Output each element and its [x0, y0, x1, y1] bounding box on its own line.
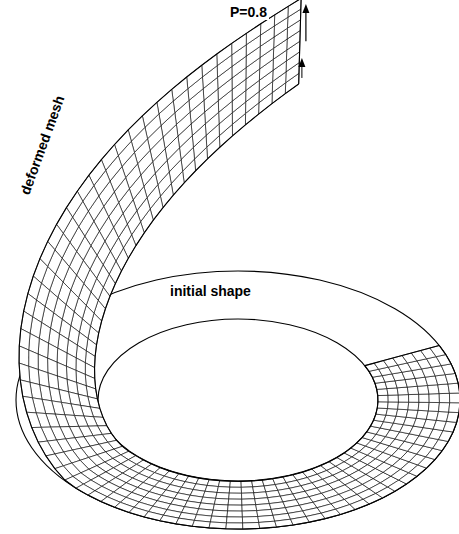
- mesh-cell: [398, 402, 409, 410]
- mesh-cell: [241, 487, 253, 493]
- mesh-cell: [246, 24, 260, 45]
- mesh-cell: [242, 511, 258, 517]
- mesh-cell: [428, 385, 440, 394]
- mesh-cell: [142, 102, 159, 127]
- shape-label: deformed mesh: [16, 91, 68, 198]
- mesh-cell: [242, 499, 256, 505]
- mesh-cell: [439, 393, 450, 402]
- mesh-cell: [387, 388, 398, 395]
- mesh-cell: [128, 116, 145, 141]
- mesh-cell: [226, 517, 242, 523]
- strip-border: [365, 345, 439, 365]
- mesh-cell: [217, 43, 232, 65]
- mesh-cell: [228, 499, 242, 505]
- mesh-cell: [32, 427, 48, 442]
- load-arrows: [298, 4, 309, 78]
- mesh-cell: [448, 383, 459, 393]
- mesh-cell: [229, 493, 242, 499]
- mesh-cell: [377, 389, 388, 396]
- mesh-cell: [429, 394, 439, 403]
- mesh-cell: [29, 366, 40, 384]
- mesh-cell: [409, 394, 419, 402]
- mesh-cell: [378, 395, 388, 402]
- mesh-cell: [439, 403, 450, 413]
- mesh-cell: [398, 395, 408, 403]
- mesh-cell: [241, 481, 253, 487]
- strip-border: [299, 0, 301, 84]
- mesh-cell: [418, 402, 429, 411]
- mesh-cell: [417, 385, 429, 394]
- mesh-cell: [228, 505, 243, 511]
- mesh-cell: [227, 511, 242, 517]
- load-arrow: [305, 10, 306, 41]
- mesh-cell: [216, 492, 230, 499]
- mesh-cell: [388, 395, 398, 402]
- mesh-cell: [397, 387, 408, 395]
- mesh-cell: [214, 498, 228, 505]
- mesh-cell: [407, 386, 418, 394]
- mesh-cell: [408, 402, 419, 410]
- mesh-cell: [242, 517, 258, 523]
- mesh-cell: [428, 402, 439, 411]
- mesh-cell: [230, 481, 241, 487]
- mesh-cell: [386, 409, 398, 417]
- mesh-cell: [157, 89, 173, 114]
- arrow-head: [298, 58, 305, 67]
- mesh-cell: [419, 394, 429, 402]
- mesh-cell: [274, 6, 288, 26]
- mesh-cell: [229, 487, 241, 493]
- strip-border: [19, 0, 459, 529]
- mesh-cell: [449, 403, 459, 413]
- mesh-cell: [242, 493, 255, 499]
- mesh-cell: [438, 384, 450, 394]
- mesh-cell: [172, 77, 188, 101]
- outer-edge: [16, 271, 459, 529]
- arrow-head: [302, 4, 309, 13]
- mesh-cell: [187, 65, 203, 89]
- mesh-cell: [38, 370, 49, 387]
- inner-edge: [98, 319, 378, 481]
- mesh-cell: [388, 402, 399, 409]
- mesh-cell: [449, 393, 459, 403]
- mesh-cell: [212, 510, 228, 517]
- mesh-cell: [38, 441, 55, 456]
- mesh-cell: [226, 523, 243, 529]
- mesh-cell: [242, 505, 257, 511]
- mesh-cell: [217, 487, 230, 494]
- mesh-cell: [377, 402, 388, 409]
- mesh-cell: [232, 33, 247, 55]
- deformed-mesh: [19, 0, 459, 529]
- mesh-cell: [213, 504, 228, 511]
- mesh-cell: [202, 54, 217, 77]
- load-label: P=0.8: [228, 4, 269, 20]
- shape-label: initial shape: [168, 283, 253, 299]
- strip-border: [95, 84, 378, 481]
